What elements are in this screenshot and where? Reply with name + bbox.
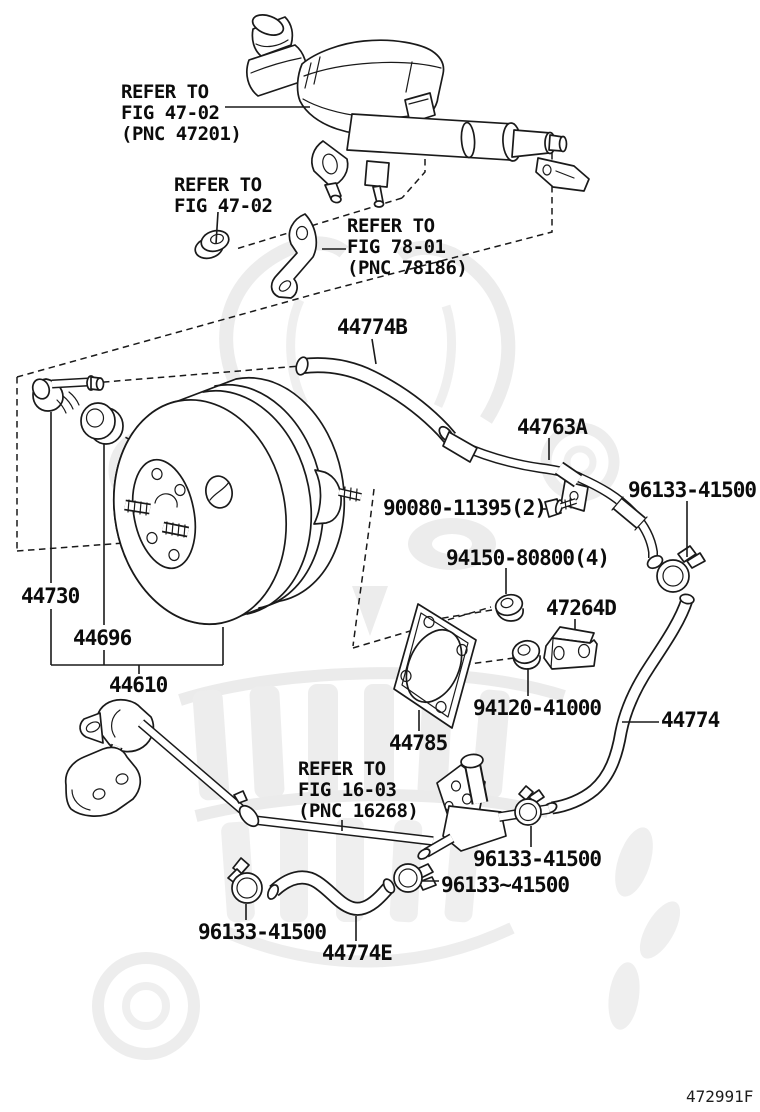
master-cylinder-drawing xyxy=(246,14,590,208)
check-valve-drawing xyxy=(31,375,105,414)
vacuum-pipe-16268-drawing xyxy=(64,698,550,860)
grommet-drawing xyxy=(80,402,124,445)
brake-booster-drawing xyxy=(112,376,362,626)
hose-clamp-center-drawing xyxy=(393,863,437,893)
part-label-44774b: 44774B xyxy=(337,315,408,339)
clamp-bracket-drawing xyxy=(270,213,318,299)
part-label-96133-center: 96133~41500 xyxy=(441,873,570,897)
part-label-44785: 44785 xyxy=(389,731,448,755)
ref-note-line: (PNC 16268) xyxy=(298,800,419,822)
ref-note-line: REFER TO xyxy=(347,215,435,237)
nut-94150-drawing xyxy=(494,593,524,622)
part-label-47264d: 47264D xyxy=(546,596,617,620)
part-label-96133-middle: 96133-41500 xyxy=(473,847,602,871)
ref-note-line: REFER TO xyxy=(298,758,386,780)
part-label-44774e: 44774E xyxy=(322,941,393,965)
part-label-94120: 94120-41000 xyxy=(473,696,602,720)
ref-note-line: FIG 47-02 xyxy=(174,195,273,217)
bolt-90080-drawing xyxy=(544,498,577,518)
ref-note-vacuum-pipe: REFER TO FIG 16-03 (PNC 16268) xyxy=(298,758,419,822)
gasket-drawing xyxy=(393,603,477,729)
nut-94120-drawing xyxy=(511,639,541,670)
ref-note-line: REFER TO xyxy=(174,174,262,196)
ref-note-line: (PNC 78186) xyxy=(347,257,468,279)
part-label-96133-lower-left: 96133-41500 xyxy=(198,920,327,944)
hose-clamp-upper-right-drawing xyxy=(656,545,706,593)
ref-note-line: FIG 47-02 xyxy=(121,102,220,124)
ref-note-line: FIG 78-01 xyxy=(347,236,446,258)
part-label-94150: 94150-80800(4) xyxy=(446,546,610,570)
part-label-44730: 44730 xyxy=(21,584,80,608)
ref-note-line: REFER TO xyxy=(121,81,209,103)
part-label-44763a: 44763A xyxy=(517,415,588,439)
hose-clamp-lower-left-drawing xyxy=(227,857,263,904)
ref-note-line: (PNC 47201) xyxy=(121,123,242,145)
ref-note-line: FIG 16-03 xyxy=(298,779,397,801)
vacuum-hose-44774e-drawing xyxy=(266,870,396,916)
figure-code: 472991F xyxy=(686,1087,754,1106)
ref-note-master-cylinder: REFER TO FIG 47-02 (PNC 47201) xyxy=(121,81,242,145)
part-label-44610: 44610 xyxy=(109,673,168,697)
part-label-44696: 44696 xyxy=(73,626,132,650)
ref-note-clamp-bracket: REFER TO FIG 78-01 (PNC 78186) xyxy=(347,215,468,279)
vacuum-pipe-44763a-drawing xyxy=(442,431,664,570)
watermark-graphic xyxy=(92,236,681,1060)
ref-note-mount-nut: REFER TO FIG 47-02 xyxy=(174,174,273,217)
vacuum-hose-44774b-drawing xyxy=(295,356,457,444)
part-label-44774: 44774 xyxy=(661,708,720,732)
part-label-96133-upper-right: 96133-41500 xyxy=(628,478,757,502)
hose-clamp-middle-drawing xyxy=(514,785,545,826)
leader-lines xyxy=(50,106,688,941)
part-label-90080: 90080-11395(2) xyxy=(383,496,547,520)
bracket-47264d-drawing xyxy=(543,626,598,670)
mount-nut-drawing xyxy=(194,229,230,260)
